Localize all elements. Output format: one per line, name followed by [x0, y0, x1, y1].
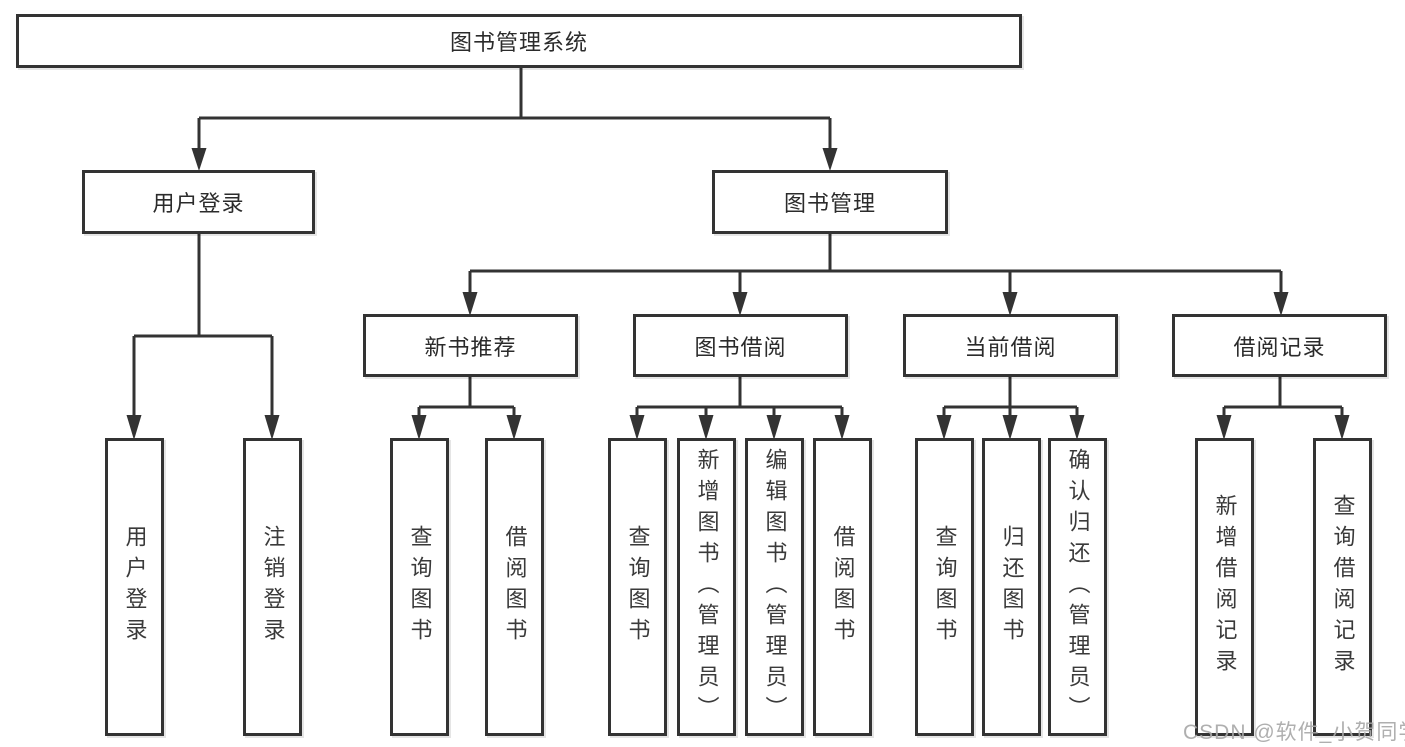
connector-lines	[132, 68, 1344, 418]
leaf-query-books-current-label: 查询图书	[932, 525, 958, 649]
connector-book-management-branch	[468, 234, 1283, 294]
node-borrow-records-label: 借阅记录	[1233, 334, 1326, 360]
connector-new-book-branch	[417, 377, 516, 417]
leaf-borrow-book-label: 借阅图书	[830, 525, 856, 649]
node-root-system-label: 图书管理系统	[449, 30, 588, 55]
connector-root-branch	[197, 68, 832, 150]
leaf-user-login: 用户登录	[105, 438, 164, 736]
node-user-login-label: 用户登录	[152, 191, 245, 216]
leaf-borrow-book: 借阅图书	[813, 438, 872, 736]
connector-borrow-records-branch	[1222, 377, 1344, 417]
leaf-edit-book-admin: 编辑图书（管理员）	[745, 438, 804, 736]
connector-user-login-branch	[132, 234, 274, 418]
leaf-add-borrow-record: 新增借阅记录	[1195, 438, 1254, 736]
leaf-return-book-label: 归还图书	[999, 525, 1025, 649]
node-book-management: 图书管理	[712, 170, 948, 234]
leaf-query-borrow-record-label: 查询借阅记录	[1330, 494, 1356, 680]
leaf-borrow-book-recommend-label: 借阅图书	[502, 525, 528, 649]
leaf-query-books-borrow-label: 查询图书	[625, 525, 651, 649]
leaf-edit-book-admin-label: 编辑图书（管理员）	[762, 447, 788, 727]
leaf-query-books-current: 查询图书	[915, 438, 974, 736]
node-root-system: 图书管理系统	[16, 14, 1022, 68]
leaf-query-books-recommend-label: 查询图书	[407, 525, 433, 649]
leaf-logout: 注销登录	[243, 438, 302, 736]
leaf-logout-label: 注销登录	[260, 525, 286, 649]
leaf-confirm-return-admin-label: 确认归还（管理员）	[1065, 447, 1091, 727]
node-book-borrow-label: 图书借阅	[694, 334, 787, 360]
leaf-query-borrow-record: 查询借阅记录	[1313, 438, 1372, 736]
leaf-return-book: 归还图书	[982, 438, 1041, 736]
node-book-management-label: 图书管理	[783, 191, 876, 216]
leaf-borrow-book-recommend: 借阅图书	[485, 438, 544, 736]
arrowhead-icons	[126, 148, 1350, 440]
connector-current-borrow-branch	[942, 377, 1079, 417]
node-current-borrow: 当前借阅	[903, 314, 1118, 377]
csdn-watermark: CSDN @软件_小贺同学	[1183, 721, 1405, 744]
leaf-add-borrow-record-label: 新增借阅记录	[1212, 494, 1238, 680]
node-user-login: 用户登录	[82, 170, 315, 234]
node-new-book-recommend: 新书推荐	[363, 314, 578, 377]
leaf-query-books-recommend: 查询图书	[390, 438, 449, 736]
leaf-confirm-return-admin: 确认归还（管理员）	[1048, 438, 1107, 736]
node-new-book-recommend-label: 新书推荐	[424, 334, 517, 360]
leaf-user-login-label: 用户登录	[122, 525, 148, 649]
leaf-query-books-borrow: 查询图书	[608, 438, 667, 736]
leaf-add-book-admin: 新增图书（管理员）	[677, 438, 736, 736]
leaf-add-book-admin-label: 新增图书（管理员）	[694, 447, 720, 727]
node-current-borrow-label: 当前借阅	[964, 334, 1057, 360]
connector-book-borrow-branch	[635, 377, 844, 417]
node-book-borrow: 图书借阅	[633, 314, 848, 377]
node-borrow-records: 借阅记录	[1172, 314, 1387, 377]
